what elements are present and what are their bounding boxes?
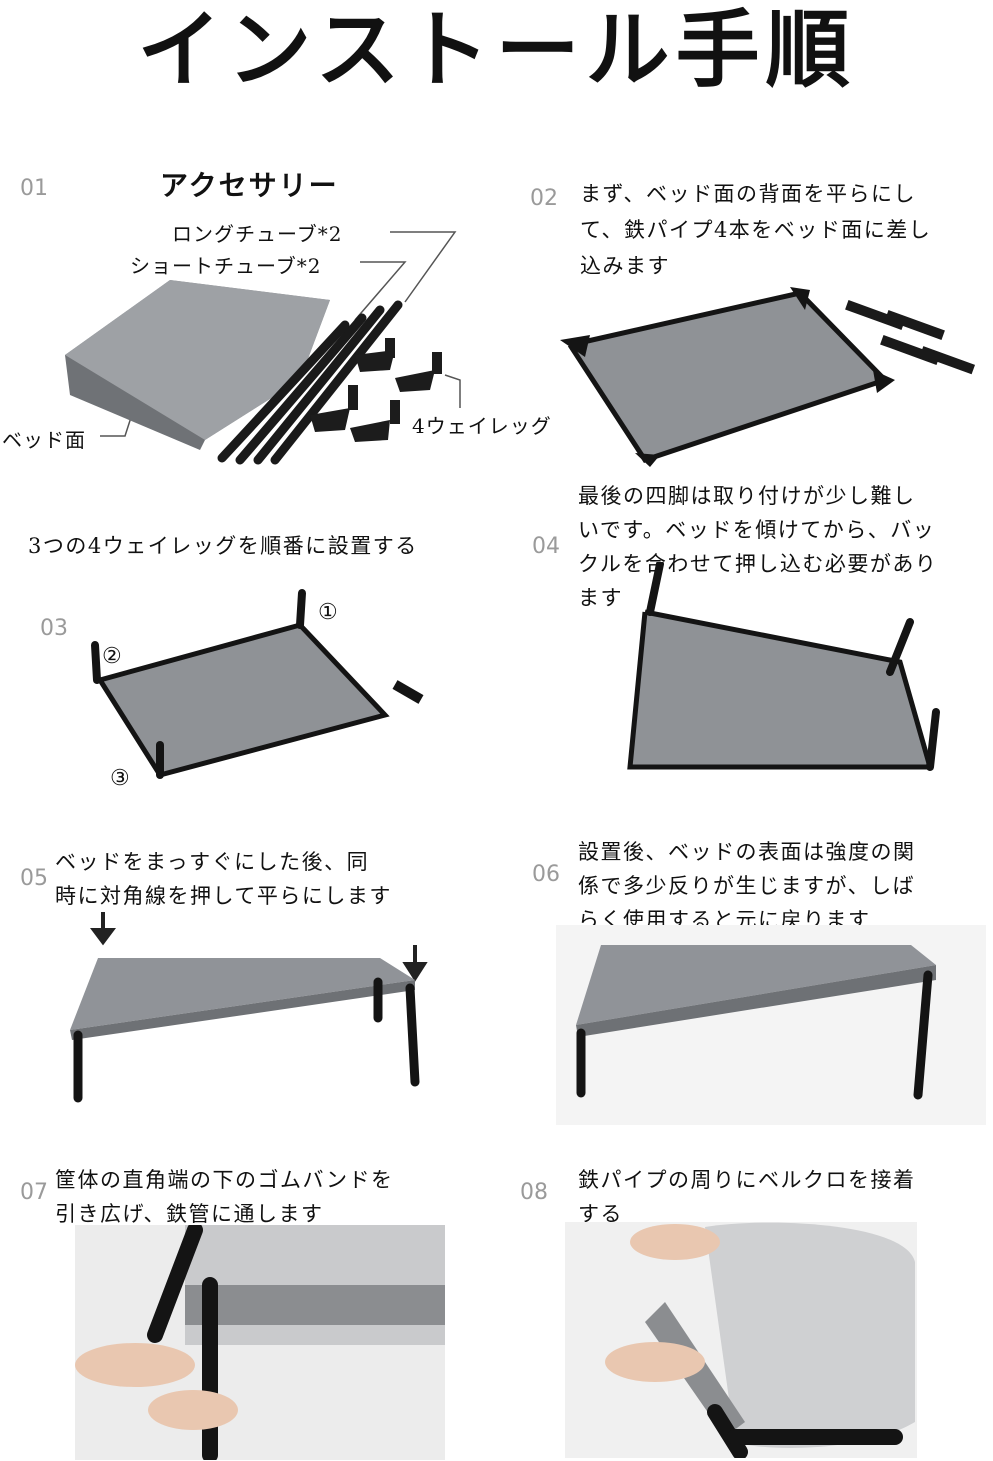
bed-label: ベッド面 [2,428,86,452]
step-04-line-4: ます [578,586,623,610]
step-05-illustration [70,912,428,1103]
step-07-number: 07 [20,1180,48,1205]
step-02-line-2: て、鉄パイプ4本をベッド面に差し [580,218,932,242]
page-title: インストール手順 [137,0,856,99]
step-05-line-2: 時に対角線を押して平らにします [55,884,392,908]
step-06-illustration [556,925,986,1125]
step-08-illustration [565,1222,917,1458]
step-01-number: 01 [20,176,48,201]
step-08-number: 08 [520,1180,548,1205]
step-03-number: 03 [40,616,68,641]
step-08-line-1: 鉄パイプの周りにベルクロを接着 [578,1168,916,1192]
step-05-number: 05 [20,866,48,891]
step-06-line-1: 設置後、ベッドの表面は強度の関 [578,840,916,864]
step-03-line-1: 3つの4ウェイレッグを順番に設置する [28,534,418,558]
step-02-line-1: まず、ベッド面の背面を平らにし [580,182,917,206]
step-02-number: 02 [530,186,558,211]
step-04-number: 04 [532,534,560,559]
step-04-line-2: いです。ベッドを傾けてから、バッ [578,518,936,542]
step-06-line-2: 係で多少反りが生じますが、しば [578,874,916,898]
leg-marker-1: ① [318,600,338,625]
step-06-number: 06 [532,862,560,887]
step-03-illustration [91,589,424,779]
step-04-line-3: クルを合わせて押し込む必要があり [578,552,938,576]
step-04-line-1: 最後の四脚は取り付けが少し難し [578,484,916,508]
step-01-heading: アクセサリー [160,169,339,202]
accessories-illustration [65,231,461,465]
short-tube-label: ショートチューブ*2 [130,254,322,278]
step-07-line-2: 引き広げ、鉄管に通します [55,1202,324,1226]
legs-label: 4ウェイレッグ [412,414,552,438]
leg-marker-3: ③ [110,766,130,791]
step-07-line-1: 筐体の直角端の下のゴムバンドを [55,1168,394,1192]
step-05-line-1: ベッドをまっすぐにした後、同 [55,850,370,874]
step-02-line-3: 込みます [580,254,670,278]
step-04-illustration [627,562,940,771]
step-07-illustration [75,1225,445,1460]
step-02-illustration [560,287,976,467]
leg-marker-2: ② [102,644,122,669]
long-tube-label: ロングチューブ*2 [172,222,343,246]
